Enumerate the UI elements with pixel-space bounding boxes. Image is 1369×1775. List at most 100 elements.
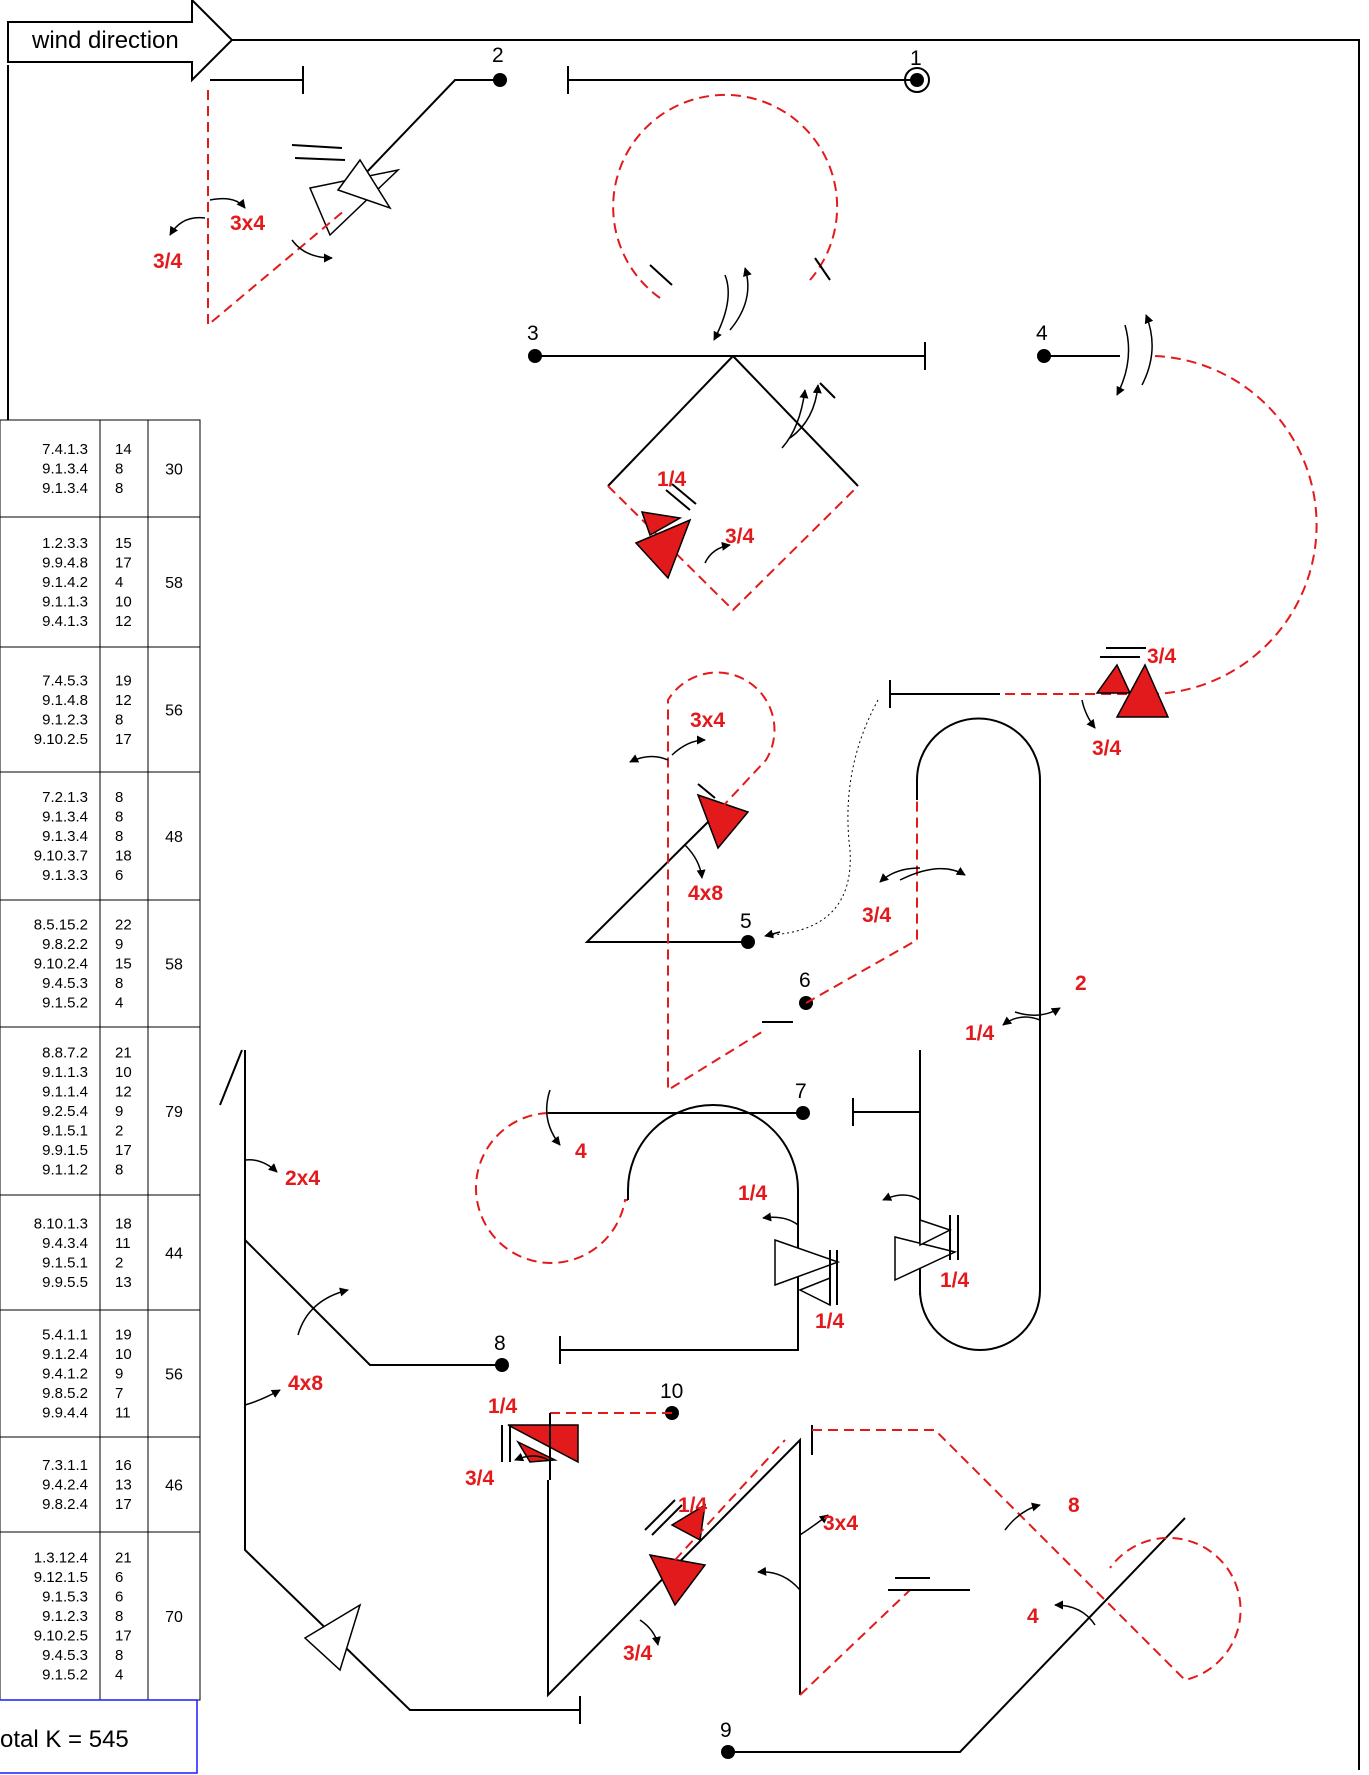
table-code: 9.9.1.5 — [42, 1142, 88, 1159]
red-snap-5-bars — [644, 1499, 683, 1536]
line-3 — [535, 342, 926, 370]
score-table: 7.4.1.39.1.3.49.1.3.41488301.2.3.39.9.4.… — [0, 419, 201, 1701]
table-code: 9.1.2.3 — [42, 711, 88, 728]
label-3x4-b: 3x4 — [690, 709, 725, 732]
snap-8a — [894, 1236, 958, 1282]
label-3-4-c: 3/4 — [1147, 645, 1177, 668]
red-path-6 — [805, 800, 918, 1004]
mark-1-dot — [910, 73, 924, 87]
table-sum: 56 — [165, 703, 183, 720]
fig10-arrow-3 — [757, 1566, 801, 1591]
red-path-9 — [812, 1429, 1242, 1682]
table-sum: 70 — [165, 1609, 183, 1626]
frame-top-right — [232, 39, 1360, 1770]
table-value: 6 — [115, 867, 123, 884]
table-value: 8 — [115, 809, 123, 826]
table-value: 8 — [115, 461, 123, 478]
table-code: 9.1.3.4 — [42, 461, 88, 478]
label-1-4-f: 1/4 — [488, 1395, 518, 1418]
figure-4: 4 3/4 3/4 — [764, 314, 1318, 939]
table-value: 14 — [115, 441, 132, 458]
wind-arrow-shape — [7, 0, 234, 83]
fig3-arrow-2 — [789, 384, 822, 439]
table-code: 9.1.1.4 — [42, 1084, 88, 1101]
table-value: 17 — [115, 555, 132, 572]
table-value: 8 — [115, 828, 123, 845]
table-code: 9.2.5.4 — [42, 1103, 88, 1120]
table-code: 9.1.5.1 — [42, 1123, 88, 1140]
table-code: 9.10.2.4 — [34, 956, 88, 973]
line-7-loop — [560, 1104, 799, 1351]
fig10-tick-bars — [888, 1577, 970, 1591]
label-1-4-g: 1/4 — [678, 1494, 708, 1517]
line-10 — [547, 1413, 801, 1698]
roll-arrow-1 — [209, 197, 246, 209]
red-snap-3-tick — [697, 783, 716, 799]
fig3-tick — [819, 382, 836, 399]
line-8-main — [219, 1049, 581, 1724]
table-value: 11 — [115, 1235, 131, 1252]
loop-arrow-1 — [713, 274, 729, 341]
fig7-arrow-3 — [882, 1192, 921, 1201]
figure-5: 5 3x4 4x8 — [584, 671, 776, 1092]
table-code: 9.4.1.3 — [42, 613, 88, 630]
label-3-4-a: 3/4 — [153, 250, 183, 273]
table-row: 1.2.3.39.9.4.89.1.4.29.1.1.39.4.1.315174… — [0, 516, 201, 648]
table-sum: 58 — [165, 575, 183, 592]
red-loop-7 — [474, 1112, 628, 1264]
label-3-4-g: 3/4 — [623, 1642, 653, 1665]
table-code: 9.1.5.2 — [42, 1667, 88, 1684]
diamond-upper — [607, 355, 859, 487]
table-value: 8 — [115, 1608, 123, 1625]
oval-loop — [916, 717, 1041, 1351]
table-code: 8.5.15.2 — [34, 917, 88, 934]
label-4x8-a: 4x8 — [688, 882, 723, 905]
mark-1-label: 1 — [910, 47, 922, 70]
table-value: 4 — [115, 574, 123, 591]
fig3-arrow-1 — [781, 389, 809, 449]
snap-8b — [919, 1218, 952, 1247]
table-code: 7.4.5.3 — [42, 672, 88, 689]
table-code: 9.1.2.4 — [42, 1346, 88, 1363]
label-3x4-a: 3x4 — [230, 212, 265, 235]
mark-2-label: 2 — [492, 44, 504, 67]
snap-7b — [798, 1276, 831, 1307]
table-sum: 44 — [165, 1246, 183, 1263]
figure-3: 3 1/4 3/4 — [527, 322, 926, 612]
table-code: 9.10.2.5 — [34, 1628, 88, 1645]
table-code: 7.2.1.3 — [42, 789, 88, 806]
fig10-arrow-4 — [799, 1514, 829, 1536]
red-snap-bars — [665, 483, 697, 511]
red-snap-2b — [1115, 663, 1170, 718]
label-4: 4 — [575, 1140, 587, 1163]
table-code: 9.4.1.2 — [42, 1366, 88, 1383]
table-value: 11 — [115, 1405, 131, 1422]
mark-7-label: 7 — [795, 1080, 807, 1103]
table-value: 8 — [115, 711, 123, 728]
table-value: 2 — [115, 1254, 123, 1271]
fig10-arrow-2 — [639, 1619, 661, 1646]
table-value: 17 — [115, 1142, 132, 1159]
snap-8-bars — [949, 1215, 959, 1260]
table-value: 10 — [115, 1346, 132, 1363]
mark-8-label: 8 — [494, 1332, 506, 1355]
label-3-4-f: 3/4 — [465, 1467, 495, 1490]
mark-1-ring — [904, 67, 930, 93]
fig7-arrow-1 — [545, 1089, 561, 1146]
table-value: 9 — [115, 936, 123, 953]
roll-arrow-2 — [169, 216, 206, 236]
dotted-connector-arrow — [764, 929, 781, 939]
table-code: 9.9.4.8 — [42, 555, 88, 572]
line-8 — [244, 1239, 502, 1366]
table-value: 17 — [115, 1628, 132, 1645]
table-value: 21 — [115, 1045, 132, 1062]
fig6-arrow-4 — [1002, 1016, 1041, 1026]
fig7-arrow-2 — [762, 1212, 799, 1226]
label-3-4-d: 3/4 — [1092, 737, 1122, 760]
dotted-connector — [769, 699, 879, 936]
table-code: 7.3.1.1 — [42, 1457, 88, 1474]
figure-loop-top — [612, 93, 839, 341]
table-code: 9.1.1.3 — [42, 1064, 88, 1081]
